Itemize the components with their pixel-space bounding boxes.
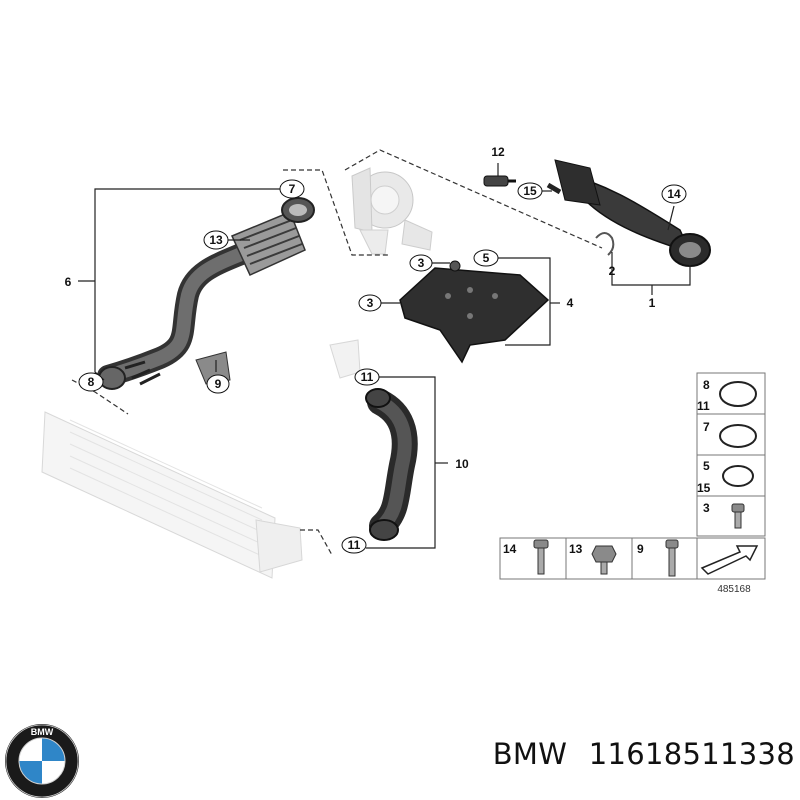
- part-4-heat-shield: [399, 260, 550, 364]
- svg-text:8: 8: [703, 378, 710, 392]
- svg-text:1: 1: [649, 296, 656, 310]
- legend-fasteners-row: 14 13 9: [499, 537, 766, 580]
- part-10-hose: [365, 388, 418, 541]
- callout-4: 4: [567, 296, 574, 310]
- callout-14: 14: [661, 184, 687, 204]
- svg-text:15: 15: [697, 481, 711, 495]
- svg-text:7: 7: [289, 182, 296, 196]
- part-2-wire-clip: [595, 232, 615, 256]
- legend-bolt-3: 3: [703, 501, 745, 529]
- svg-text:6: 6: [65, 275, 72, 289]
- callout-12: 12: [491, 145, 505, 159]
- svg-text:11: 11: [361, 370, 374, 384]
- part-1-intake-pipe: [546, 159, 711, 267]
- intercooler-ghost: [41, 339, 361, 579]
- svg-text:4: 4: [567, 296, 574, 310]
- svg-text:9: 9: [215, 377, 222, 391]
- svg-text:10: 10: [455, 457, 469, 471]
- callout-11-lower: 11: [341, 536, 367, 554]
- callout-7: 7: [279, 179, 305, 199]
- svg-text:13: 13: [569, 542, 583, 556]
- svg-text:8: 8: [88, 375, 95, 389]
- svg-text:14: 14: [667, 187, 681, 201]
- legend-seal-7: 7: [703, 420, 757, 448]
- legend-bolt-9: 9: [637, 539, 679, 577]
- orientation-arrow-icon: [700, 545, 759, 575]
- callout-8: 8: [78, 372, 104, 392]
- brand-name: BMW: [492, 737, 568, 771]
- callout-9: 9: [206, 374, 230, 394]
- svg-text:11: 11: [348, 538, 361, 552]
- callout-2: 2: [609, 264, 616, 278]
- callout-3-upper: 3: [409, 254, 433, 272]
- callout-13: 13: [203, 230, 229, 250]
- part-number: 11618511338: [588, 737, 795, 771]
- svg-text:3: 3: [367, 296, 374, 310]
- part-caption: BMW 11618511338: [407, 737, 795, 771]
- legend-seals-column: 8 11 7 5 15 3: [696, 372, 766, 537]
- callout-15: 15: [517, 182, 543, 200]
- legend-seal-5-15: 5 15: [697, 459, 754, 495]
- svg-text:15: 15: [523, 184, 537, 198]
- svg-text:13: 13: [209, 233, 223, 247]
- svg-text:9: 9: [637, 542, 644, 556]
- svg-text:5: 5: [703, 459, 710, 473]
- turbocharger-ghost: [351, 167, 433, 255]
- svg-text:12: 12: [491, 145, 505, 159]
- callout-6: 6: [65, 275, 72, 289]
- callout-11-upper: 11: [354, 368, 380, 386]
- svg-text:7: 7: [703, 420, 710, 434]
- callout-1: 1: [649, 296, 656, 310]
- svg-text:11: 11: [697, 399, 710, 413]
- part-12-sensor: [483, 175, 516, 187]
- legend-bolt-14: 14: [503, 539, 549, 575]
- svg-text:5: 5: [483, 251, 490, 265]
- svg-text:2: 2: [609, 264, 616, 278]
- legend-nut-13: 13: [569, 542, 617, 575]
- part-6-charge-pipe: [97, 197, 315, 390]
- svg-text:3: 3: [703, 501, 710, 515]
- svg-text:3: 3: [418, 256, 425, 270]
- diagram-reference-number: 485168: [717, 584, 751, 595]
- callout-5: 5: [473, 249, 499, 267]
- callout-10: 10: [455, 457, 469, 471]
- resonator: [230, 211, 306, 276]
- bmw-logo: BMW: [5, 724, 79, 798]
- legend-seal-8-11: 8 11: [697, 378, 757, 413]
- callout-3-lower: 3: [358, 294, 382, 312]
- svg-text:14: 14: [503, 542, 517, 556]
- svg-text:BMW: BMW: [31, 727, 54, 737]
